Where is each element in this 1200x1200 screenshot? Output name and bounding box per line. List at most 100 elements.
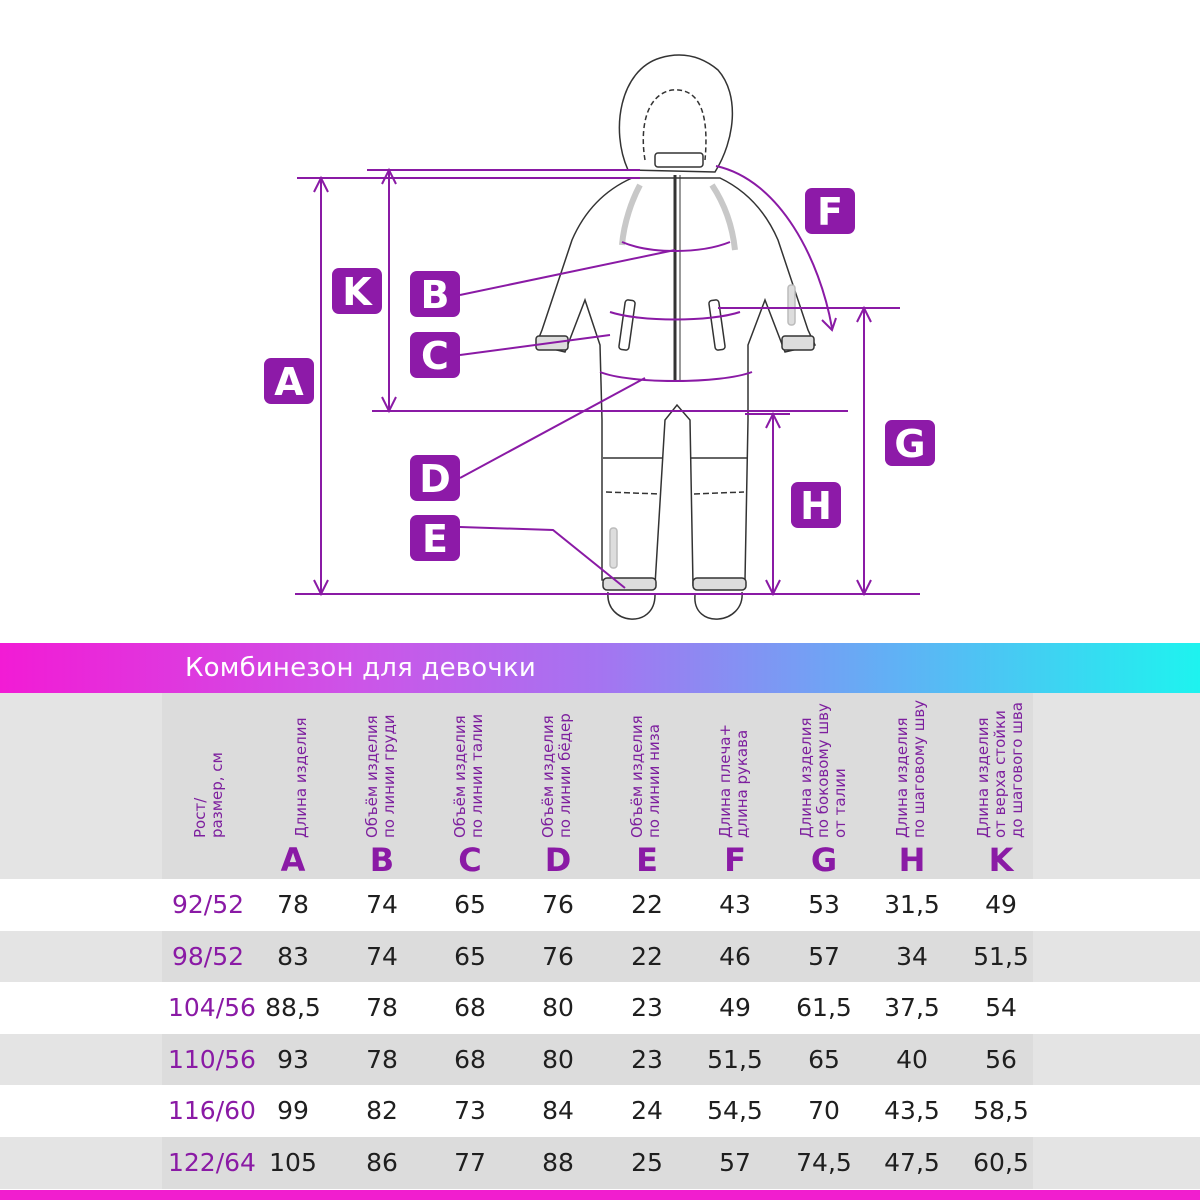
col-desc: Объём изделия по линии бёдер [539,713,574,838]
value-cell-C: 65 [454,942,486,971]
svg-text:D: D [419,457,451,501]
col-desc: Объём изделия по линии талии [451,713,486,838]
value-cell-K: 58,5 [973,1096,1029,1125]
value-cell-E: 23 [631,1045,663,1074]
value-cell-C: 68 [454,1045,486,1074]
value-cell-C: 77 [454,1148,486,1177]
svg-text:G: G [894,422,925,466]
header-col-H: Длина изделия по шаговому шву H [872,693,952,879]
badge-H: H [791,482,841,528]
value-cell-A: 93 [277,1045,309,1074]
col-letter: F [724,841,746,879]
garment-measurement-diagram: A K B C D E F G H [264,54,935,620]
value-cell-K: 49 [985,890,1017,919]
col-desc: Длина изделия [292,717,310,838]
col-desc: Объём изделия по линии груди [363,714,398,838]
value-cell-K: 60,5 [973,1148,1029,1177]
value-cell-B: 82 [366,1096,398,1125]
header-margin-left [0,693,162,879]
badge-E: E [410,515,460,561]
header-col-K: Длина изделия от верха стойки до шаговог… [961,693,1041,879]
value-cell-C: 73 [454,1096,486,1125]
value-cell-K: 51,5 [973,942,1029,971]
value-cell-D: 76 [542,942,574,971]
value-cell-C: 68 [454,993,486,1022]
header-col-C: Объём изделия по линии талии C [430,693,510,879]
table-row: 122/64 105 86 77 88 25 57 74,5 47,5 60,5 [0,1137,1200,1189]
col-letter: C [458,841,482,879]
measurement-lines [295,165,920,597]
value-cell-B: 78 [366,1045,398,1074]
value-cell-D: 80 [542,1045,574,1074]
table-row: 110/56 93 78 68 80 23 51,5 65 40 56 [0,1034,1200,1086]
col-letter: A [280,841,306,879]
col-desc: Длина изделия от верха стойки до шаговог… [974,702,1026,838]
value-cell-E: 25 [631,1148,663,1177]
value-cell-F: 43 [719,890,751,919]
badge-G: G [885,420,935,466]
row-margin-left [0,931,162,983]
value-cell-A: 88,5 [265,993,321,1022]
badge-K: K [332,268,382,314]
table-row: 92/52 78 74 65 76 22 43 53 31,5 49 [0,879,1200,931]
row-margin-right [1033,1034,1200,1086]
value-cell-K: 56 [985,1045,1017,1074]
badge-A: A [264,358,314,404]
bottom-accent-bar [0,1190,1200,1200]
value-cell-D: 80 [542,993,574,1022]
header-col-E: Объём изделия по линии низа E [607,693,687,879]
value-cell-F: 46 [719,942,751,971]
value-cell-H: 34 [896,942,928,971]
svg-text:B: B [421,273,450,317]
value-cell-E: 24 [631,1096,663,1125]
value-cell-G: 74,5 [796,1148,852,1177]
value-cell-B: 74 [366,942,398,971]
svg-text:E: E [422,517,448,561]
row-margin-right [1033,1137,1200,1189]
col-letter: D [544,841,572,879]
size-header-text: Рост/ размер, см [191,752,226,838]
value-cell-F: 57 [719,1148,751,1177]
value-cell-A: 83 [277,942,309,971]
value-cell-H: 37,5 [884,993,940,1022]
value-cell-A: 99 [277,1096,309,1125]
value-cell-H: 31,5 [884,890,940,919]
header-size: Рост/ размер, см [170,693,250,879]
size-cell: 98/52 [171,942,245,971]
value-cell-A: 105 [269,1148,317,1177]
table-row: 104/56 88,5 78 68 80 23 49 61,5 37,5 54 [0,982,1200,1034]
table-title: Комбинезон для девочки [185,653,536,683]
table-row: 98/52 83 74 65 76 22 46 57 34 51,5 [0,931,1200,983]
col-desc: Длина плеча+ длина рукава [716,723,751,838]
value-cell-C: 65 [454,890,486,919]
value-cell-H: 40 [896,1045,928,1074]
col-letter: G [810,841,838,879]
value-cell-G: 65 [808,1045,840,1074]
value-cell-B: 74 [366,890,398,919]
col-letter: E [636,841,658,879]
value-cell-B: 86 [366,1148,398,1177]
value-cell-G: 53 [808,890,840,919]
row-margin-left [0,1137,162,1189]
badge-D: D [410,455,460,501]
col-letter: H [898,841,926,879]
col-desc: Объём изделия по линии низа [628,715,663,838]
size-cell: 92/52 [171,890,245,919]
header-col-F: Длина плеча+ длина рукава F [695,693,775,879]
value-cell-D: 88 [542,1148,574,1177]
value-cell-E: 22 [631,942,663,971]
value-cell-H: 47,5 [884,1148,940,1177]
table-title-banner: Комбинезон для девочки [0,643,1200,693]
size-cell: 116/60 [168,1096,256,1125]
row-margin-left [0,1034,162,1086]
header-col-G: Длина изделия по боковому шву от талии G [784,693,864,879]
svg-text:A: A [274,360,304,404]
value-cell-E: 22 [631,890,663,919]
value-cell-F: 51,5 [707,1045,763,1074]
value-cell-G: 57 [808,942,840,971]
svg-text:F: F [817,190,843,234]
value-cell-E: 23 [631,993,663,1022]
badge-F: F [805,188,855,234]
header-col-B: Объём изделия по линии груди B [342,693,422,879]
value-cell-F: 49 [719,993,751,1022]
